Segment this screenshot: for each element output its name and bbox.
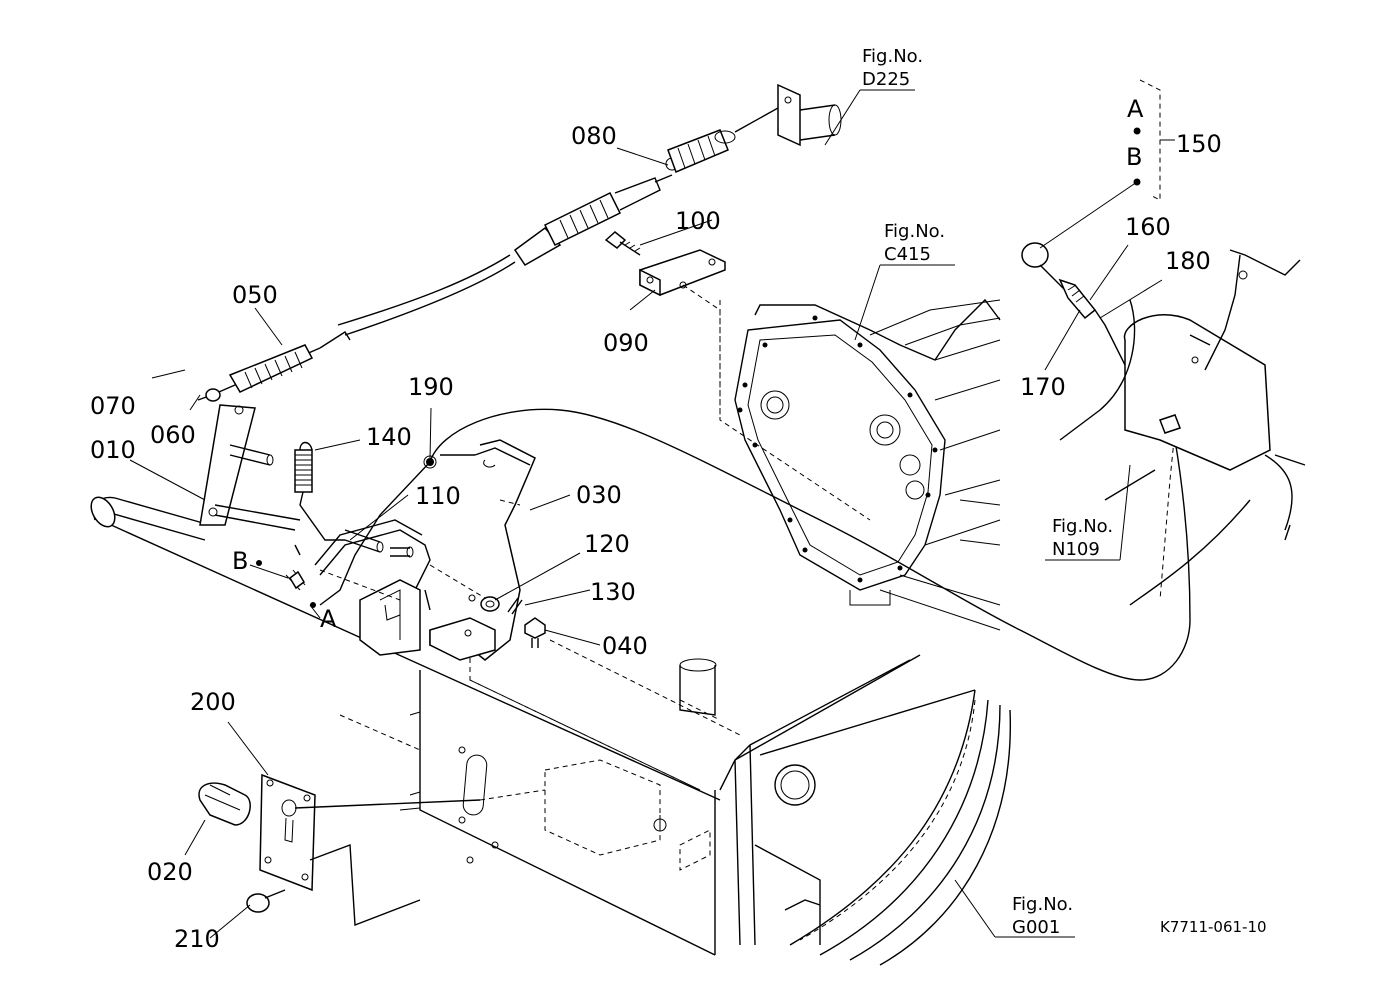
figure-references: Fig.No. D225 Fig.No. C415 Fig.No. N109 F… bbox=[862, 46, 1113, 938]
linkage-110 bbox=[314, 519, 431, 656]
long-cable bbox=[429, 408, 1191, 681]
knob-cable-160 bbox=[1021, 242, 1306, 606]
cover-plate-200 bbox=[259, 773, 546, 926]
part-label-200: 200 bbox=[190, 688, 236, 716]
drawing-code: K7711-061-10 bbox=[1160, 918, 1267, 936]
part-label-130: 130 bbox=[590, 578, 636, 606]
ref-c415-line1: Fig.No. bbox=[884, 221, 945, 242]
part-label-070: 070 bbox=[90, 392, 136, 420]
ref-n109-line2: N109 bbox=[1052, 539, 1100, 560]
ref-c415-line2: C415 bbox=[884, 244, 931, 265]
leader-lines bbox=[129, 147, 1163, 939]
part-label-170: 170 bbox=[1020, 373, 1066, 401]
ab-bracket-150 bbox=[1039, 79, 1175, 249]
part-label-150: 150 bbox=[1176, 130, 1222, 158]
part-label-010: 010 bbox=[90, 436, 136, 464]
ref-g001-line1: Fig.No. bbox=[1012, 894, 1073, 915]
ref-n109-line1: Fig.No. bbox=[1052, 516, 1113, 537]
spring-140 bbox=[294, 441, 345, 541]
washer-120 bbox=[480, 596, 500, 612]
bracket-label-a: A bbox=[1127, 95, 1144, 123]
part-label-210: 210 bbox=[174, 925, 220, 953]
bracket-label-b: B bbox=[1126, 143, 1142, 171]
part-label-160: 160 bbox=[1125, 213, 1171, 241]
part-label-180: 180 bbox=[1165, 247, 1211, 275]
part-label-140: 140 bbox=[366, 423, 412, 451]
pin-130 bbox=[507, 597, 523, 615]
ref-d225-line1: Fig.No. bbox=[862, 46, 923, 67]
knob-020 bbox=[198, 782, 251, 826]
cable-assembly-050 bbox=[197, 83, 842, 402]
bracket-030 bbox=[319, 439, 536, 661]
part-label-090: 090 bbox=[603, 329, 649, 357]
transmission-housing bbox=[719, 298, 1001, 631]
part-label-060: 060 bbox=[150, 421, 196, 449]
part-label-020: 020 bbox=[147, 858, 193, 886]
part-label-040: 040 bbox=[602, 632, 648, 660]
part-label-100: 100 bbox=[675, 207, 721, 235]
screw-210 bbox=[246, 889, 286, 913]
marker-labels: B A A • B bbox=[232, 95, 1144, 633]
ref-d225-line2: D225 bbox=[862, 69, 910, 90]
part-label-050: 050 bbox=[232, 281, 278, 309]
bolt-040 bbox=[524, 617, 546, 648]
pedal-lever-010 bbox=[90, 404, 316, 608]
marker-label-b: B bbox=[232, 547, 248, 575]
part-labels: 010 020 030 040 050 060 070 080 090 100 … bbox=[90, 122, 1222, 953]
reference-leaders bbox=[824, 89, 1131, 938]
part-label-190: 190 bbox=[408, 373, 454, 401]
marker-label-a: A bbox=[320, 605, 337, 633]
part-label-120: 120 bbox=[584, 530, 630, 558]
part-label-110: 110 bbox=[415, 482, 461, 510]
chassis-frame bbox=[99, 519, 1011, 966]
bracket-090 bbox=[604, 231, 726, 420]
part-label-080: 080 bbox=[571, 122, 617, 150]
ref-g001-line2: G001 bbox=[1012, 917, 1060, 938]
bracket-dot: • bbox=[1130, 118, 1144, 146]
part-label-030: 030 bbox=[576, 481, 622, 509]
